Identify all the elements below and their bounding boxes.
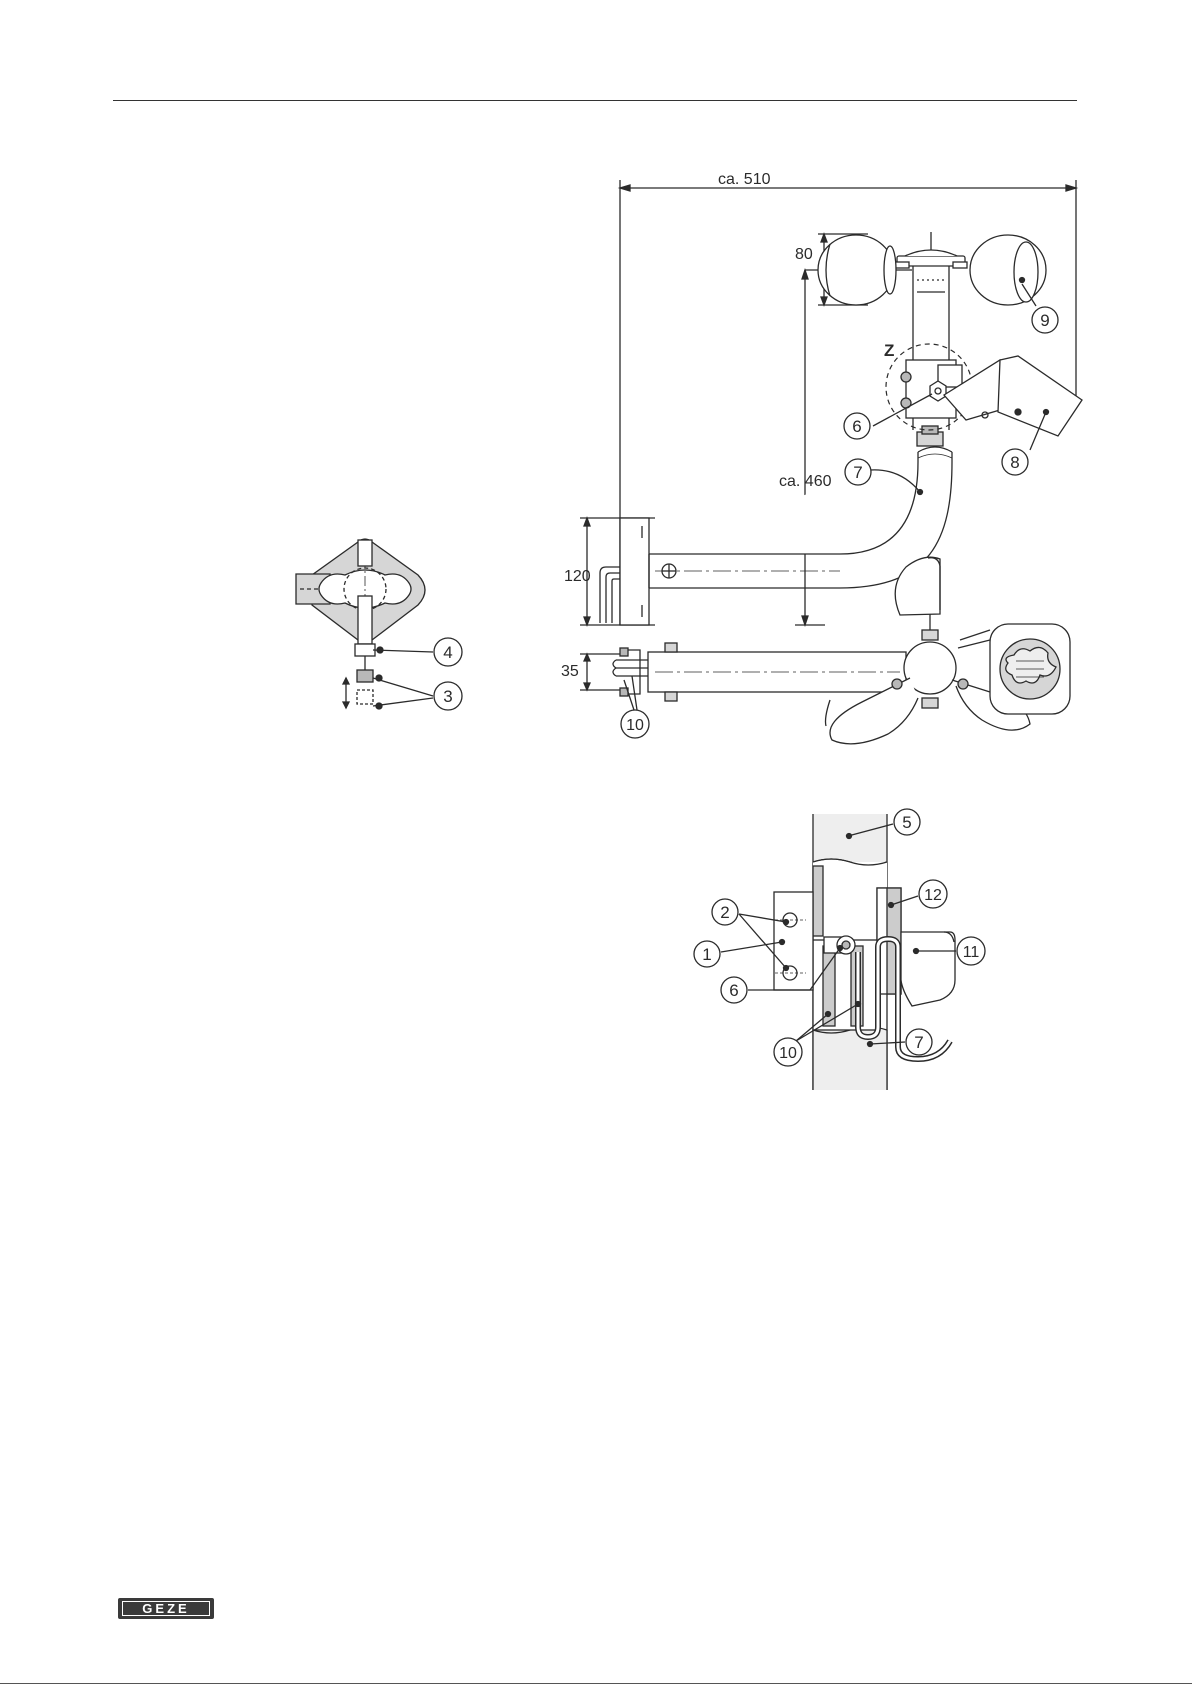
geze-logo: GEZE bbox=[118, 1598, 214, 1619]
clamp-section: 4 3 bbox=[296, 539, 462, 710]
footer-rule bbox=[0, 1683, 1192, 1684]
callout-8: 8 bbox=[1010, 453, 1019, 472]
callout-6-detail: 6 bbox=[729, 981, 738, 1000]
dimension-width-label: ca. 510 bbox=[718, 171, 771, 188]
callout-10-side: 10 bbox=[626, 717, 644, 734]
dimension-plate-label: 120 bbox=[564, 568, 591, 585]
callout-3: 3 bbox=[443, 687, 452, 706]
anemometer-cup-left bbox=[818, 235, 909, 305]
callout-9: 9 bbox=[1040, 311, 1049, 330]
callout-1: 1 bbox=[702, 945, 711, 964]
callout-6-top: 6 bbox=[852, 417, 861, 436]
anemometer-cup-right bbox=[953, 235, 1046, 305]
callout-12: 12 bbox=[924, 887, 942, 904]
callout-5: 5 bbox=[902, 813, 911, 832]
detail-label-z: Z bbox=[884, 341, 894, 360]
callout-11: 11 bbox=[963, 944, 980, 961]
dimension-height-label: ca. 460 bbox=[779, 473, 832, 490]
dimension-height: ca. 460 bbox=[779, 270, 912, 625]
callout-4: 4 bbox=[443, 643, 452, 662]
dimension-tube-label: 35 bbox=[561, 663, 579, 680]
callout-2: 2 bbox=[720, 903, 729, 922]
dimension-cup-height-label: 80 bbox=[795, 246, 813, 263]
mount-top-view: ca. 510 80 ca. 460 120 bbox=[564, 171, 1082, 625]
detail-z: 5 12 11 2 1 6 10 7 bbox=[694, 809, 985, 1090]
callout-7-detail: 7 bbox=[914, 1033, 923, 1052]
geze-logo-text: GEZE bbox=[122, 1601, 210, 1616]
rain-sensor-8 bbox=[944, 356, 1082, 436]
callout-7-top: 7 bbox=[853, 463, 862, 482]
callout-10-detail: 10 bbox=[779, 1045, 797, 1062]
